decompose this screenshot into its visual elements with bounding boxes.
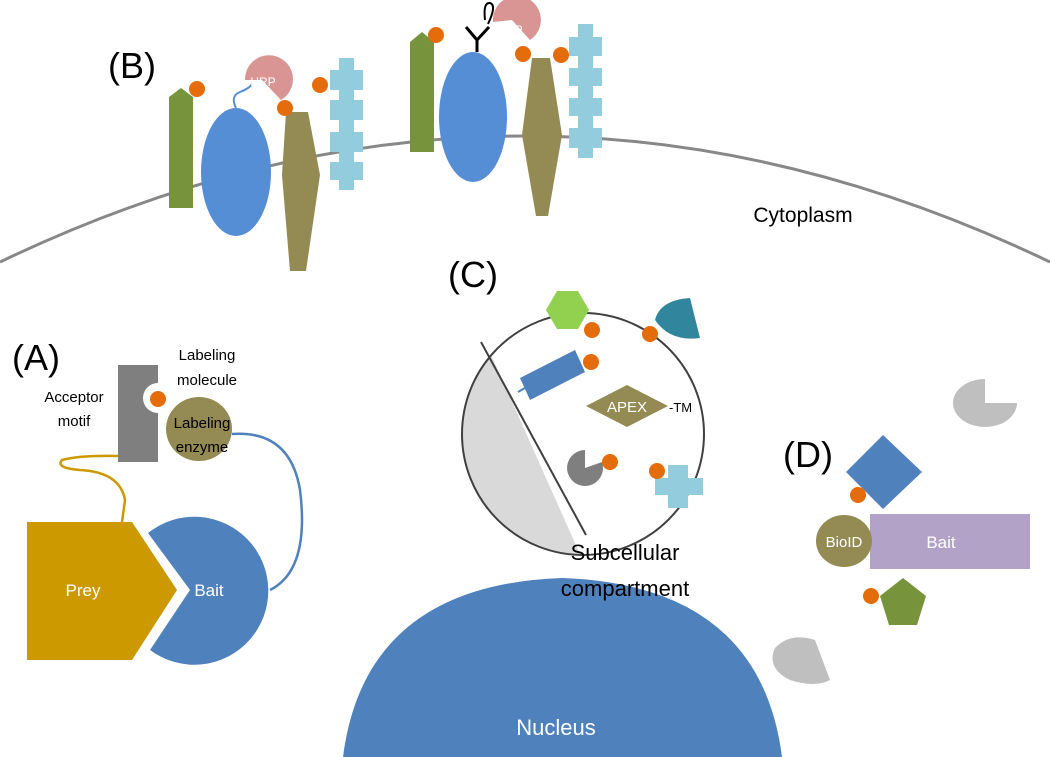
olive-membrane-protein <box>282 112 320 271</box>
prey-linker <box>59 454 127 523</box>
label-dot <box>602 454 618 470</box>
cell-membrane <box>0 134 1050 264</box>
hrp-linker <box>232 83 253 109</box>
subcellular-label-1: Subcellular <box>571 540 680 565</box>
label-dot <box>649 463 665 479</box>
bait-label-d: Bait <box>926 533 956 552</box>
panel-a-label: (A) <box>12 337 60 378</box>
acceptor-motif-shape <box>118 365 158 462</box>
tm-label: -TM <box>669 400 692 415</box>
hrp-enzyme <box>244 55 293 100</box>
lightblue-membrane-protein <box>330 58 363 190</box>
green-hexagon-protein <box>546 291 589 329</box>
antibody-icon <box>464 1 494 52</box>
teal-protein <box>655 298 700 339</box>
lightblue-cross-protein <box>655 465 703 508</box>
prey-label: Prey <box>66 581 101 600</box>
panel-b-label: (B) <box>108 45 156 86</box>
nucleus <box>343 578 782 757</box>
lightblue-membrane-protein <box>569 24 602 158</box>
hrp-label: HRP <box>250 75 275 89</box>
labeling-enzyme <box>166 397 232 461</box>
label-dot <box>515 46 531 62</box>
label-dot <box>553 47 569 63</box>
label-dot <box>584 322 600 338</box>
labeling-molecule-label-2: molecule <box>177 372 237 389</box>
subcellular-compartment <box>461 312 705 556</box>
label-dot <box>428 27 444 43</box>
label-dot <box>312 77 328 93</box>
grey-pacman-protein <box>567 450 604 486</box>
bioid-enzyme <box>816 515 872 567</box>
label-dot <box>863 588 879 604</box>
label-dot <box>189 81 205 97</box>
panel-c-label: (C) <box>448 254 498 295</box>
blue-bait-protein <box>201 108 271 236</box>
bait-protein-d <box>870 514 1030 569</box>
green-pentagon-protein <box>880 578 926 625</box>
label-dot <box>850 487 866 503</box>
nucleus-label: Nucleus <box>516 715 595 740</box>
apex-enzyme <box>586 385 668 427</box>
subcellular-label-2: compartment <box>561 576 689 601</box>
apex-label: APEX <box>607 399 647 416</box>
hrp-enzyme <box>492 0 541 40</box>
label-dot <box>277 100 293 116</box>
labeling-molecule-dot <box>150 391 166 407</box>
grey-half-protein <box>772 637 830 684</box>
prey-protein <box>27 522 177 660</box>
acceptor-motif-label-1: Acceptor <box>44 389 103 406</box>
labeling-enzyme-label-2: enzyme <box>176 439 229 456</box>
cytoplasm-label: Cytoplasm <box>753 204 852 227</box>
label-dot <box>642 326 658 342</box>
blue-bait-protein <box>439 52 507 182</box>
grey-pacman-protein <box>953 379 1017 427</box>
bait-linker <box>231 432 304 592</box>
membrane-anchored-protein <box>517 350 585 400</box>
green-membrane-protein <box>410 32 434 152</box>
olive-membrane-protein <box>522 58 562 216</box>
acceptor-motif-label-2: motif <box>58 413 91 430</box>
labeling-enzyme-label-1: Labeling <box>174 415 231 432</box>
labeling-molecule-label-1: Labeling <box>179 347 236 364</box>
bioid-label: BioID <box>826 534 863 551</box>
bait-label-a: Bait <box>194 581 224 600</box>
hrp-label: HRP <box>497 23 522 37</box>
green-membrane-protein <box>169 88 193 208</box>
label-dot <box>583 354 599 370</box>
panel-d-label: (D) <box>783 434 833 475</box>
bait-protein <box>148 516 269 665</box>
blue-diamond-protein <box>846 435 922 509</box>
